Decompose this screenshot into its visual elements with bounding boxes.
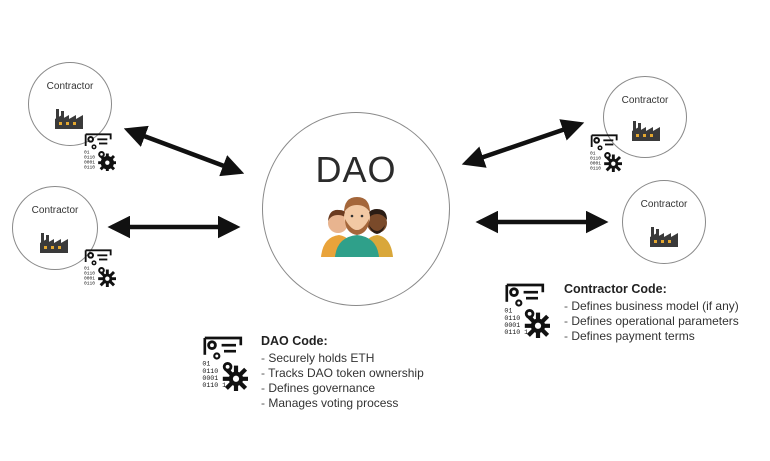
svg-text:0110: 0110: [202, 368, 218, 375]
contractor-node-bottom-left: Contractor: [12, 186, 98, 270]
arrow-dao-contractor-top-right: [461, 119, 585, 168]
dao-code-icon: 01 0110 0001 0110 1: [202, 336, 248, 391]
svg-text:01: 01: [84, 150, 90, 156]
factory-icon: [40, 233, 68, 253]
list-item: Tracks DAO token ownership: [261, 366, 481, 381]
list-item: Securely holds ETH: [261, 351, 481, 366]
svg-text:01: 01: [202, 361, 210, 368]
contractor-label: Contractor: [640, 199, 688, 210]
svg-text:0001: 0001: [202, 375, 218, 382]
svg-text:0001: 0001: [84, 160, 95, 166]
list-item: Manages voting process: [261, 396, 481, 411]
contractor-node-top-left: Contractor: [28, 62, 112, 146]
svg-text:0110 1: 0110 1: [202, 382, 226, 389]
contractor-code-icon: 01 0110 0001 0110 1: [504, 283, 550, 338]
svg-text:0110: 0110: [504, 315, 520, 322]
svg-text:0110: 0110: [84, 281, 95, 287]
dao-code-heading: DAO Code:: [261, 334, 328, 348]
smart-contract-code-icon: 01 0110 0001 0110: [84, 133, 116, 171]
members-group-icon: [321, 197, 393, 257]
smart-contract-code-icon: 01 0110 0001 0110: [590, 134, 622, 172]
contractor-label: Contractor: [46, 81, 94, 92]
factory-icon: [650, 227, 678, 247]
contractor-node-top-right: Contractor: [603, 76, 687, 158]
list-item: Defines business model (if any): [564, 299, 764, 314]
svg-text:01: 01: [84, 266, 90, 272]
smart-contract-code-icon: 01 0110 0001 0110: [84, 249, 116, 287]
contractor-node-bottom-right: Contractor: [622, 180, 706, 264]
contractor-code-block: Contractor Code: Defines business model …: [564, 282, 764, 344]
svg-text:0110: 0110: [84, 271, 95, 277]
factory-icon: [55, 109, 83, 129]
svg-text:0110: 0110: [84, 155, 95, 161]
svg-text:0001: 0001: [504, 322, 520, 329]
list-item: Defines governance: [261, 381, 481, 396]
arrow-dao-contractor-top-left: [123, 125, 245, 177]
svg-text:0110 1: 0110 1: [504, 329, 528, 336]
contractor-code-list: Defines business model (if any) Defines …: [564, 299, 764, 344]
contractor-code-heading: Contractor Code:: [564, 282, 667, 296]
svg-text:0001: 0001: [84, 276, 95, 282]
list-item: Defines payment terms: [564, 329, 764, 344]
svg-text:01: 01: [590, 151, 596, 157]
svg-text:0110: 0110: [590, 156, 601, 162]
svg-text:0110: 0110: [590, 166, 601, 172]
dao-title: DAO: [315, 149, 397, 190]
svg-text:01: 01: [504, 308, 512, 315]
dao-node: DAO: [262, 112, 450, 306]
factory-icon: [632, 121, 660, 141]
svg-text:0001: 0001: [590, 161, 601, 167]
contractor-label: Contractor: [31, 205, 79, 216]
contractor-label: Contractor: [621, 95, 669, 106]
list-item: Defines operational parameters: [564, 314, 764, 329]
svg-text:0110: 0110: [84, 165, 95, 171]
dao-code-list: Securely holds ETH Tracks DAO token owne…: [261, 351, 481, 411]
dao-code-block: DAO Code: Securely holds ETH Tracks DAO …: [261, 334, 481, 411]
